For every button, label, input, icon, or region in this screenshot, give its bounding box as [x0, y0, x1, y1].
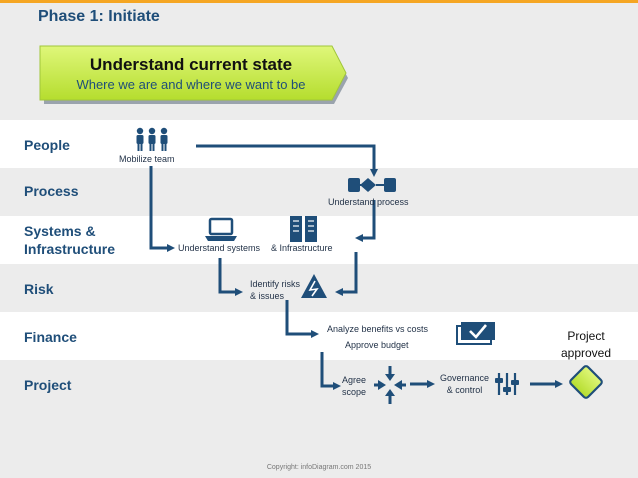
team-icon — [136, 127, 168, 151]
lane-people — [0, 120, 638, 168]
step-label-agree-line1: Agree — [342, 375, 367, 385]
lane-label-systems-line1: Systems & — [24, 223, 96, 239]
end-label-line2: approved — [560, 346, 612, 360]
callout-title: Understand current state — [89, 55, 293, 74]
connector-people-to-systems — [149, 166, 175, 252]
step-label-mobilize: Mobilize team — [119, 154, 175, 164]
step-label-analyze: Analyze benefits vs costs — [327, 324, 429, 334]
merge-arrows-icon — [374, 366, 406, 404]
lane-label-systems-line2: Infrastructure — [24, 241, 116, 257]
step-label-approve-budget: Approve budget — [345, 340, 409, 350]
callout-subtitle: Where we are and where we want to be — [76, 77, 306, 92]
lane-label-risk: Risk — [24, 281, 54, 297]
diamond-end-icon — [569, 365, 603, 399]
step-label-governance-line2: & control — [446, 385, 483, 395]
copyright: Copyright: infoDiagram.com 2015 — [266, 464, 372, 471]
step-label-risks-line1: Identify risks — [250, 279, 301, 289]
page-title: Phase 1: Initiate — [38, 8, 160, 25]
lane-label-process: Process — [24, 183, 79, 199]
server-icon — [290, 216, 317, 242]
lane-label-project: Project — [24, 377, 72, 393]
connector-infra-to-risk — [335, 252, 358, 296]
end-label-line1: Project — [567, 329, 605, 343]
process-flow-icon — [348, 178, 396, 192]
callout: Understand current state Where we are an… — [46, 54, 336, 94]
step-label-agree-scope: Agree scope — [342, 374, 366, 398]
top-accent-bar — [0, 0, 638, 3]
laptop-icon — [205, 217, 237, 241]
connector-finance-to-project — [320, 352, 341, 390]
lane-systems — [0, 216, 638, 264]
step-label-understand-process: Understand process — [328, 197, 409, 207]
step-label-risks: Identify risks & issues — [250, 278, 300, 302]
lane-label-systems: Systems & Infrastructure — [24, 222, 115, 258]
connector-systems-to-risk — [218, 258, 243, 296]
warning-icon — [301, 274, 327, 298]
step-label-agree-line2: scope — [342, 387, 367, 397]
connector-risk-to-finance — [285, 300, 319, 338]
callout-arrow-box — [39, 45, 348, 104]
lane-finance — [0, 312, 638, 360]
step-label-understand-systems: Understand systems — [178, 243, 261, 253]
step-label-risks-line2: & issues — [250, 291, 285, 301]
connector-process-to-systems — [355, 200, 376, 242]
step-label-governance-line1: Governance — [440, 373, 490, 383]
lane-label-finance: Finance — [24, 329, 77, 345]
approve-check-icon — [456, 322, 495, 345]
lane-label-people: People — [24, 137, 70, 153]
step-label-governance: Governance & control — [440, 372, 489, 396]
connector-people-to-process — [196, 144, 378, 177]
step-label-infrastructure: & Infrastructure — [271, 243, 333, 253]
sliders-icon — [495, 373, 519, 395]
end-label: Project approved — [552, 328, 620, 362]
